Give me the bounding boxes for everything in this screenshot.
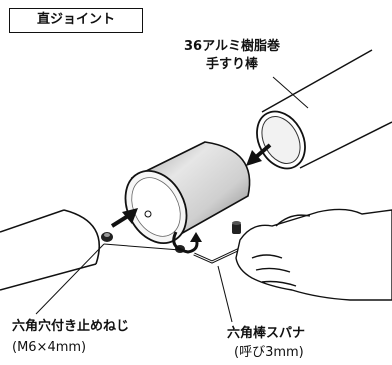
rotation-arrow	[172, 231, 202, 254]
hex-wrench	[193, 244, 247, 264]
screw-leader-line	[35, 243, 105, 315]
insert-arrow-left	[110, 208, 138, 228]
hand-illustration	[235, 208, 392, 301]
screw-label-line1: 六角穴付き止めねじ	[12, 319, 130, 334]
diagram-title: 直ジョイント	[9, 8, 143, 33]
screw-leader-line-2	[103, 243, 181, 251]
wrench-leader-line	[217, 265, 233, 323]
screw-label-line2: (M6×4mm)	[12, 340, 87, 355]
rail-label-line2: 手すり棒	[206, 57, 259, 72]
rail-leader-line	[272, 76, 309, 109]
straight-joint-body	[124, 141, 251, 244]
set-screw-left	[101, 232, 113, 242]
wrench-label-line1: 六角棒スパナ	[227, 326, 306, 341]
right-handrail-pipe	[256, 49, 392, 170]
set-screw-bottom	[232, 221, 241, 234]
left-handrail-pipe	[0, 208, 100, 291]
insert-arrow-right	[246, 143, 272, 166]
rail-label-line1: 36アルミ樹脂巻	[184, 39, 280, 54]
wrench-label-line2: (呼び3mm)	[234, 345, 304, 360]
